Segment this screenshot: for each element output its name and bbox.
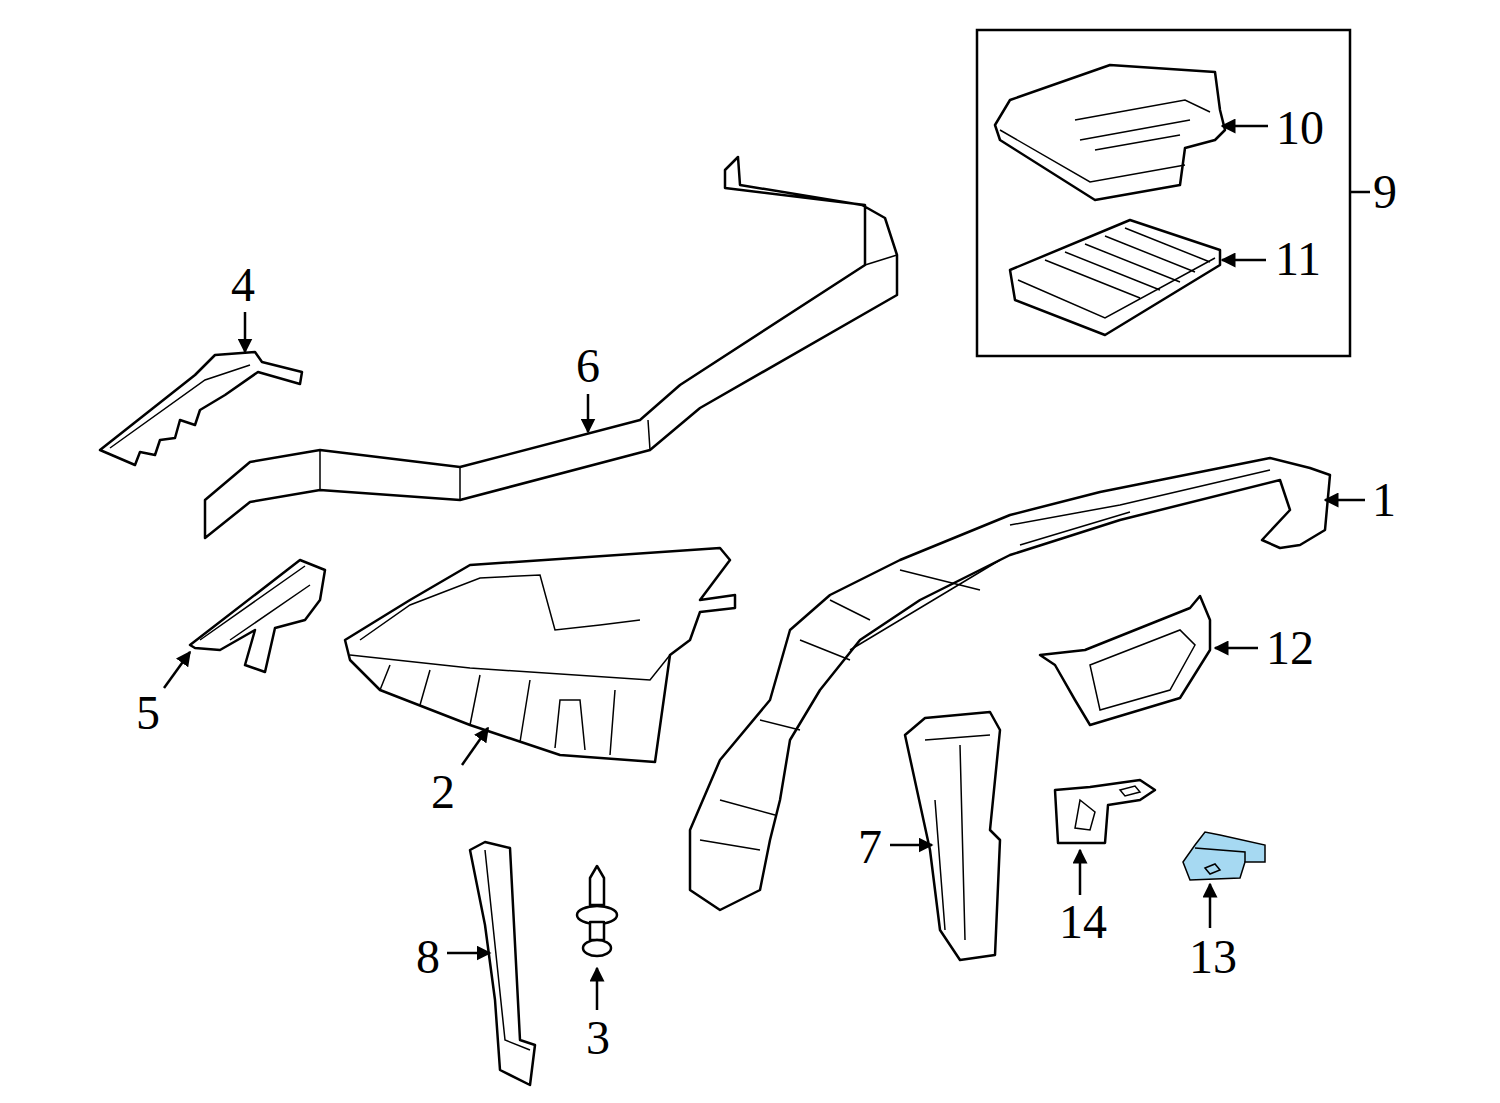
- part-5: [190, 560, 325, 672]
- callout-number: 11: [1275, 235, 1321, 283]
- part-3: [577, 866, 617, 956]
- callout-number: 5: [136, 689, 160, 737]
- callout-number: 7: [858, 823, 882, 871]
- callout-number: 2: [431, 768, 455, 816]
- part-2: [345, 548, 735, 762]
- callout-number: 6: [576, 342, 600, 390]
- callout-number: 13: [1189, 933, 1237, 981]
- callout-number: 14: [1059, 898, 1107, 946]
- part-8: [470, 842, 535, 1085]
- callout-number: 12: [1266, 624, 1314, 672]
- part-11: [1010, 220, 1220, 335]
- part-13: [1183, 832, 1265, 880]
- part-12: [1040, 596, 1210, 725]
- group-box: [977, 30, 1350, 356]
- part-7: [905, 712, 1000, 960]
- callout-number: 3: [586, 1014, 610, 1062]
- part-14: [1055, 780, 1155, 843]
- part-1: [690, 458, 1330, 910]
- part-4: [100, 352, 302, 465]
- bracket-line: [1350, 191, 1370, 194]
- leader-lines: [164, 126, 1365, 1010]
- callout-number: 4: [231, 261, 255, 309]
- callout-number: 8: [416, 933, 440, 981]
- callout-number: 9: [1373, 168, 1397, 216]
- part-6: [205, 157, 897, 538]
- callout-number: 1: [1372, 476, 1396, 524]
- part-10: [995, 65, 1225, 200]
- callout-number: 10: [1276, 104, 1324, 152]
